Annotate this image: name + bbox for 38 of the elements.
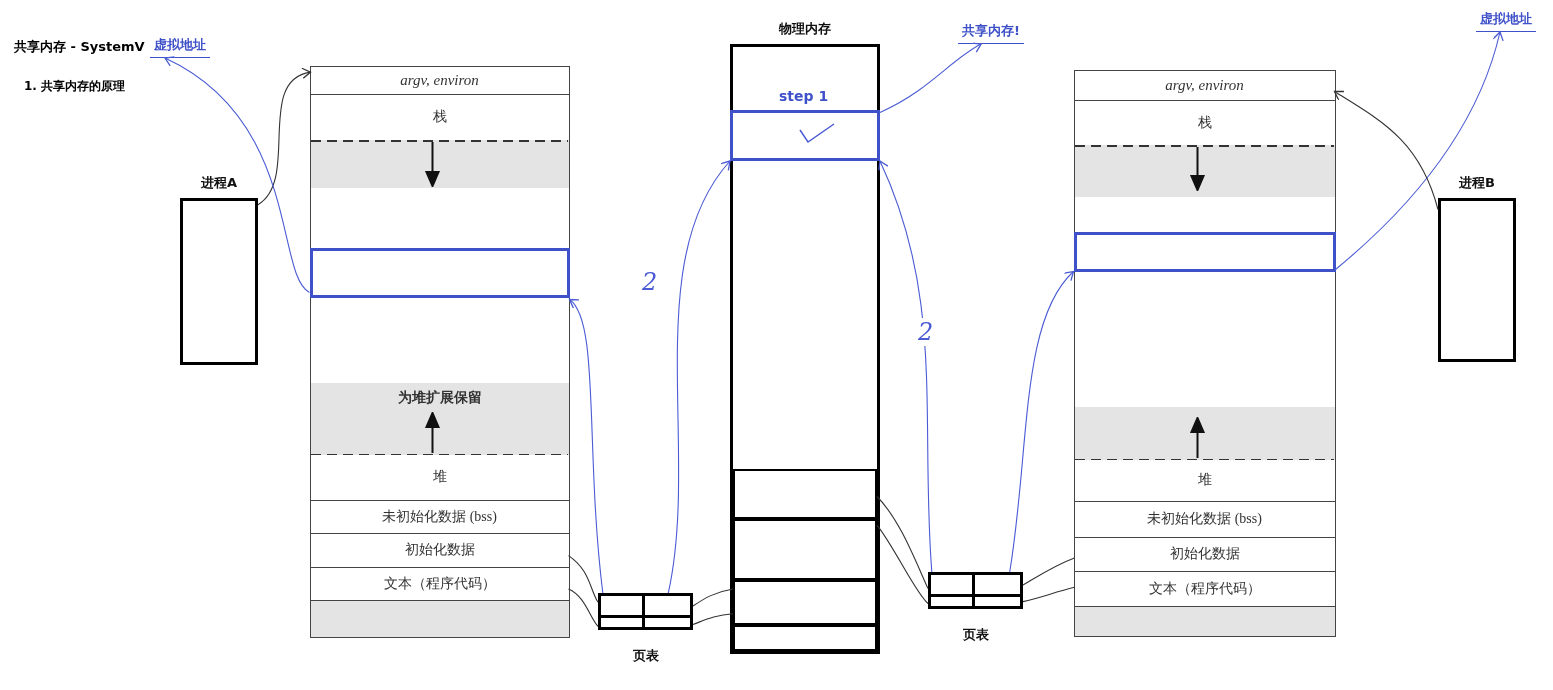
column-heading: 物理内存 [778, 20, 832, 38]
step-label: step 1 [779, 88, 829, 104]
arrow [568, 298, 604, 594]
annotation-label: 虚拟地址 [150, 36, 210, 58]
memory-segment: 堆 [1074, 459, 1335, 502]
table-caption: 页表 [961, 626, 990, 644]
address-space-column [310, 66, 570, 638]
memory-block [733, 580, 877, 625]
annotation-label: 虚拟地址 [1476, 10, 1536, 32]
memory-segment: 堆 [310, 454, 569, 501]
connector-line [876, 495, 929, 590]
memory-block [733, 519, 877, 580]
annotation-label: 共享内存! [958, 22, 1024, 44]
arrow [879, 42, 982, 114]
address-space-column [1074, 70, 1336, 637]
memory-block [733, 625, 877, 651]
arrow [1333, 90, 1439, 211]
connector-line [567, 555, 599, 603]
shared-region [1073, 231, 1336, 272]
connector-line [692, 613, 734, 626]
process-label: 进程B [1458, 174, 1496, 192]
table-caption: 页表 [631, 647, 660, 665]
connector-line [1022, 557, 1076, 586]
connector-line [1022, 586, 1076, 603]
shared-region [309, 247, 570, 298]
connector-line [567, 588, 599, 627]
segment-label: 为堆扩展保留 [310, 385, 569, 410]
arrow [257, 69, 312, 206]
process-label: 进程A [199, 174, 239, 192]
connector-line [692, 588, 734, 607]
arrow [1334, 31, 1504, 271]
memory-block [733, 469, 877, 519]
arrow [877, 160, 933, 573]
connector-line [876, 524, 929, 605]
arrow [1009, 270, 1075, 573]
heading-text: 1. 共享内存的原理 [24, 78, 126, 95]
arrow [667, 160, 731, 594]
arrow [164, 56, 311, 294]
